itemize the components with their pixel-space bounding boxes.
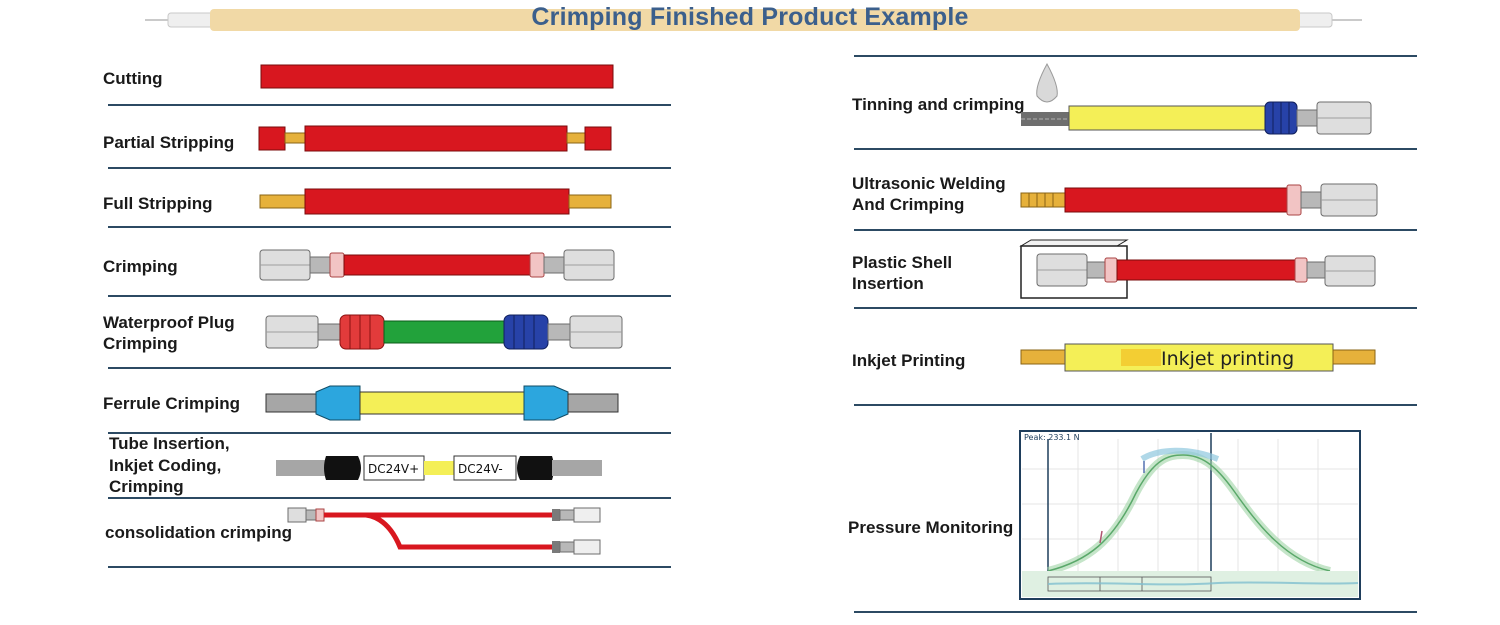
inkjet-print-text: Inkjet printing — [1161, 348, 1294, 370]
label-tube-line2: Inkjet Coding, — [109, 456, 222, 475]
tinning-illustration — [1021, 62, 1372, 135]
divider — [108, 104, 671, 106]
consolidation-illustration — [287, 507, 601, 555]
sleeve-right-text: DC24V- — [458, 462, 503, 476]
divider — [108, 566, 671, 568]
label-ferrule: Ferrule Crimping — [103, 394, 240, 413]
label-waterproof-line1: Waterproof Plug — [103, 313, 235, 332]
label-plastic-shell-line1: Plastic Shell — [852, 253, 953, 272]
peak-label: Peak: 233.1 N — [1024, 433, 1080, 442]
sleeve-left-text: DC24V+ — [368, 462, 419, 476]
divider — [854, 229, 1417, 231]
divider — [108, 367, 671, 369]
pressure-chart: Peak: 233.1 N — [1019, 430, 1361, 600]
divider — [108, 226, 671, 228]
divider — [854, 55, 1417, 57]
divider — [854, 148, 1417, 150]
full-stripping-illustration — [259, 188, 612, 215]
inkjet-illustration: Inkjet printing — [1020, 343, 1376, 372]
label-waterproof-line2: Crimping — [103, 334, 178, 353]
crimping-illustration — [259, 249, 615, 281]
label-tinning: Tinning and crimping — [852, 95, 1025, 114]
divider — [108, 295, 671, 297]
divider — [108, 497, 671, 499]
page-title: Crimping Finished Product Example — [531, 3, 969, 31]
title-banner — [145, 9, 1362, 31]
label-tube-line1: Tube Insertion, — [109, 434, 230, 453]
ultrasonic-illustration — [1020, 183, 1378, 217]
label-tube-line3: Crimping — [109, 477, 184, 496]
divider — [854, 307, 1417, 309]
label-plastic-shell-line2: Insertion — [852, 274, 924, 293]
divider — [108, 167, 671, 169]
divider — [854, 404, 1417, 406]
label-inkjet: Inkjet Printing — [852, 351, 966, 370]
label-ultrasonic-line1: Ultrasonic Welding — [852, 174, 1006, 193]
divider — [108, 432, 671, 434]
label-pressure: Pressure Monitoring — [848, 518, 1014, 537]
label-partial-stripping: Partial Stripping — [103, 133, 235, 152]
label-cutting: Cutting — [103, 69, 163, 88]
cutting-illustration — [260, 64, 614, 89]
waterproof-plug-illustration — [265, 314, 623, 350]
label-consolidation: consolidation crimping — [105, 523, 293, 542]
label-ultrasonic-line2: And Crimping — [852, 195, 965, 214]
label-full-stripping: Full Stripping — [103, 194, 213, 213]
tube-insertion-illustration: DC24V+ DC24V- — [276, 455, 602, 481]
plastic-shell-illustration — [1019, 239, 1376, 299]
label-crimping: Crimping — [103, 257, 178, 276]
partial-stripping-illustration — [258, 125, 612, 152]
ferrule-crimping-illustration — [265, 385, 619, 421]
divider — [854, 611, 1417, 613]
